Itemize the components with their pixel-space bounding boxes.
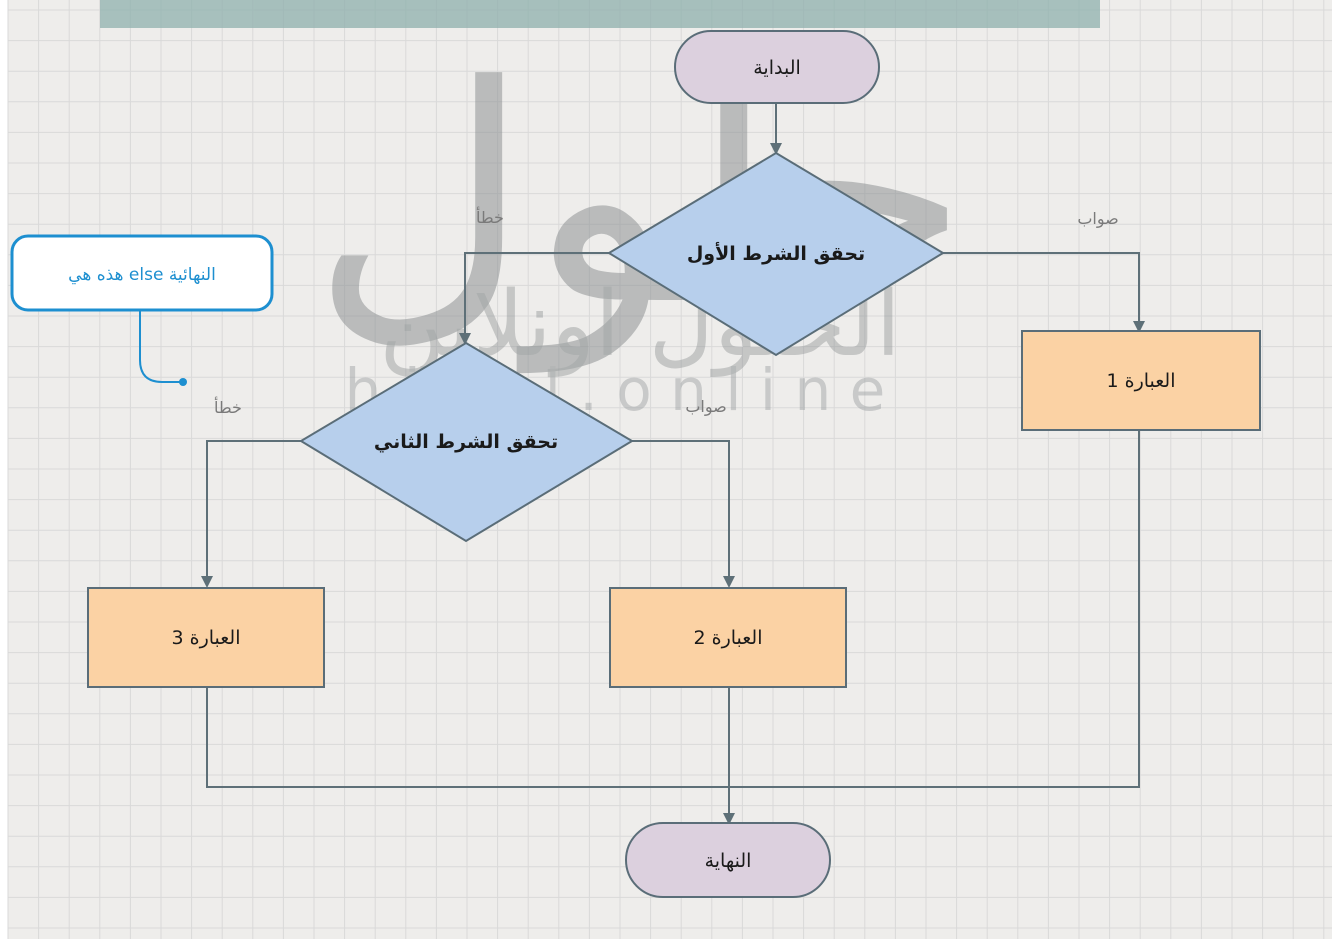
edge-label-cond1-true: صواب	[1077, 209, 1118, 229]
else-callout: هذه هي else النهائية	[10, 234, 274, 386]
statement-3-label: العبارة 3	[171, 627, 240, 649]
edge-cond2-true	[632, 440, 735, 588]
end-node: النهاية	[625, 822, 831, 898]
callout-leader-dot	[179, 378, 187, 386]
decision-1: تحقق الشرط الأول	[607, 151, 945, 357]
start-node: البداية	[674, 30, 880, 104]
edge-merge	[206, 431, 1140, 788]
statement-2-label: العبارة 2	[693, 627, 762, 649]
decision-1-label: تحقق الشرط الأول	[687, 242, 865, 265]
connectors	[201, 103, 1145, 825]
edge-cond1-false	[459, 252, 609, 345]
statement-1-box: العبارة 1	[1021, 330, 1261, 431]
callout-box	[10, 234, 274, 312]
statement-1-label: العبارة 1	[1106, 370, 1175, 392]
start-label: البداية	[753, 57, 801, 79]
callout-text: هذه هي else النهائية	[68, 265, 216, 285]
edge-label-cond1-false: خطأ	[476, 206, 504, 227]
decision-2: تحقق الشرط الثاني	[299, 341, 634, 543]
watermark: حلول الحلول اونلاين h ü l u l . o n l i …	[100, 0, 1100, 424]
edge-cond1-true	[943, 252, 1145, 333]
edge-cond2-false	[201, 440, 301, 588]
edge-label-cond2-true: صواب	[685, 397, 726, 417]
statement-2-box: العبارة 2	[609, 587, 847, 688]
edge-label-cond2-false: خطأ	[214, 396, 242, 417]
callout-leader-line	[139, 310, 183, 383]
watermark-band	[100, 0, 1100, 28]
statement-3-box: العبارة 3	[87, 587, 325, 688]
decision-2-label: تحقق الشرط الثاني	[374, 431, 558, 453]
end-label: النهاية	[705, 850, 752, 872]
